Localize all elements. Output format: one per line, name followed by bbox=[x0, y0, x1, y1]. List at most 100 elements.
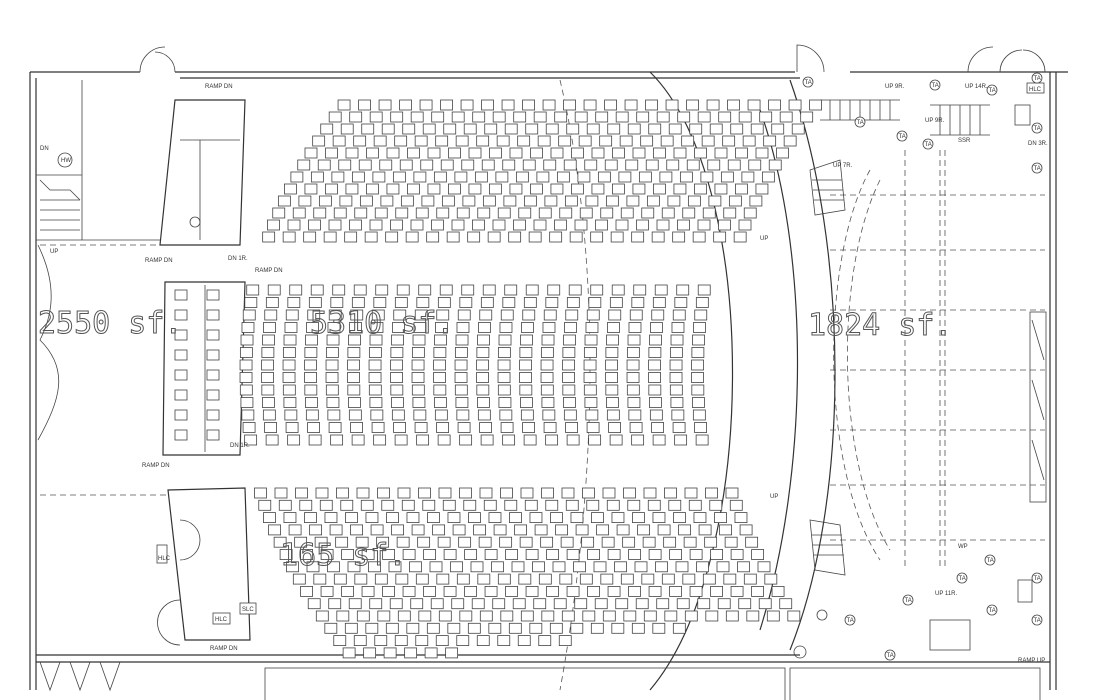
seat bbox=[607, 549, 621, 560]
seat bbox=[455, 334, 469, 346]
seat bbox=[285, 309, 299, 321]
seat bbox=[519, 359, 532, 371]
seat bbox=[447, 512, 461, 523]
seat bbox=[648, 347, 662, 358]
seat bbox=[563, 409, 577, 421]
seat bbox=[544, 195, 558, 207]
seat bbox=[564, 322, 577, 333]
seat bbox=[530, 147, 543, 159]
seat bbox=[661, 573, 675, 585]
seat bbox=[735, 183, 748, 195]
seat bbox=[605, 384, 619, 396]
seat bbox=[763, 135, 777, 147]
seat bbox=[697, 219, 711, 231]
label-up-14r: UP 14R. bbox=[965, 84, 988, 90]
seat bbox=[543, 159, 557, 171]
seat bbox=[705, 610, 719, 622]
seat bbox=[338, 159, 352, 171]
seat bbox=[651, 309, 665, 321]
seat bbox=[809, 99, 822, 111]
label-ramp-dn: RAMP DN bbox=[205, 84, 233, 90]
seat bbox=[450, 561, 463, 573]
seat bbox=[585, 409, 599, 421]
box-seat bbox=[174, 349, 188, 361]
seat bbox=[563, 99, 576, 111]
seat bbox=[689, 586, 703, 597]
seat bbox=[307, 598, 321, 610]
seat bbox=[586, 309, 600, 321]
seat bbox=[394, 635, 408, 646]
seat bbox=[320, 549, 334, 560]
seat bbox=[545, 434, 559, 446]
seat bbox=[667, 195, 681, 207]
seat bbox=[420, 159, 434, 171]
seat bbox=[310, 284, 324, 296]
seat bbox=[700, 171, 714, 183]
seat bbox=[326, 397, 340, 408]
seat bbox=[693, 322, 706, 333]
seat bbox=[435, 135, 449, 147]
seat bbox=[267, 284, 281, 296]
seat bbox=[451, 598, 465, 610]
seat bbox=[240, 397, 254, 408]
seat bbox=[312, 135, 326, 147]
seat bbox=[497, 573, 511, 585]
seat bbox=[660, 135, 674, 147]
seat bbox=[583, 347, 597, 358]
seat bbox=[610, 231, 624, 243]
area-label-auditorium: 5310 sf. bbox=[310, 306, 455, 341]
seat bbox=[533, 219, 547, 231]
seat bbox=[473, 524, 486, 536]
seat bbox=[608, 309, 622, 321]
seat bbox=[310, 171, 324, 183]
area-label-stage: 1824 sf. bbox=[808, 308, 953, 343]
seat bbox=[554, 111, 568, 123]
seat bbox=[588, 434, 602, 446]
seat bbox=[480, 434, 494, 446]
seat bbox=[635, 598, 649, 610]
seat bbox=[332, 135, 346, 147]
seat bbox=[394, 297, 408, 308]
seat bbox=[523, 195, 537, 207]
seat bbox=[290, 171, 304, 183]
seat bbox=[489, 183, 502, 195]
seat bbox=[574, 598, 588, 610]
seat bbox=[593, 561, 607, 573]
seat bbox=[359, 195, 373, 207]
seat bbox=[624, 99, 638, 111]
seat bbox=[304, 347, 318, 358]
seat bbox=[332, 284, 346, 296]
seat bbox=[525, 123, 539, 135]
seat bbox=[264, 422, 277, 433]
seat bbox=[720, 171, 734, 183]
seat bbox=[433, 171, 447, 183]
seat bbox=[369, 598, 383, 610]
seat bbox=[350, 309, 364, 321]
seat bbox=[695, 434, 709, 446]
seat bbox=[363, 647, 377, 659]
ta-marker bbox=[844, 614, 856, 626]
box-seat bbox=[206, 289, 220, 301]
ta-label: TA bbox=[1034, 576, 1041, 582]
seat bbox=[771, 586, 785, 597]
ta-label: TA bbox=[1034, 166, 1041, 172]
seat bbox=[697, 284, 711, 296]
seat bbox=[261, 384, 275, 396]
seat bbox=[438, 487, 452, 499]
seat bbox=[661, 207, 675, 219]
seat bbox=[308, 434, 322, 446]
seat bbox=[519, 372, 532, 383]
seat bbox=[552, 561, 566, 573]
seat bbox=[766, 610, 780, 622]
seat bbox=[725, 610, 739, 622]
label-ramp-dn: RAMP DN bbox=[210, 646, 238, 652]
seat bbox=[461, 159, 475, 171]
seat bbox=[434, 397, 447, 408]
seat bbox=[282, 359, 296, 371]
seat bbox=[684, 487, 698, 499]
seat bbox=[351, 297, 365, 308]
seat bbox=[505, 549, 519, 560]
seat bbox=[373, 135, 387, 147]
seat bbox=[492, 598, 506, 610]
seat bbox=[386, 147, 400, 159]
